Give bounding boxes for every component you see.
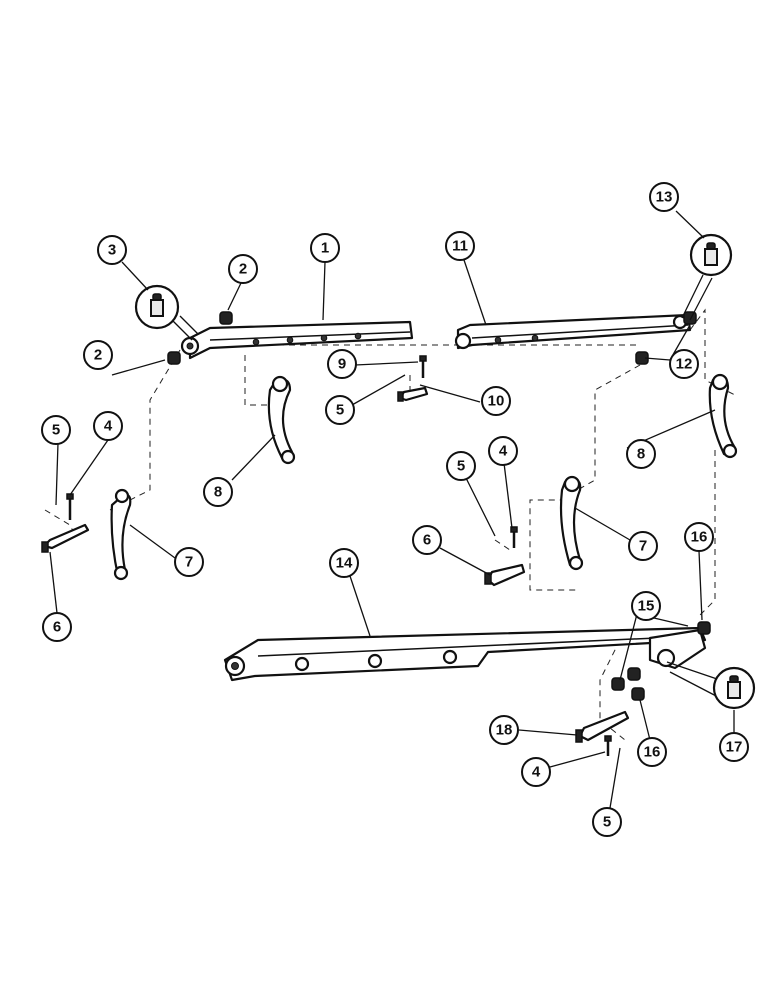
links (110, 373, 738, 581)
callout-7-left: 7 (174, 547, 204, 577)
svg-text:6: 6 (423, 532, 431, 549)
svg-text:16: 16 (691, 529, 708, 546)
callout-2-upper: 2 (228, 254, 258, 284)
callout-5-bottom: 5 (592, 807, 622, 837)
svg-text:12: 12 (676, 356, 693, 373)
svg-text:4: 4 (532, 764, 541, 781)
callout-15: 15 (631, 591, 661, 621)
svg-text:15: 15 (638, 598, 655, 615)
svg-text:16: 16 (644, 744, 661, 761)
callout-10: 10 (481, 386, 511, 416)
svg-text:13: 13 (656, 189, 673, 206)
svg-text:11: 11 (452, 238, 468, 255)
svg-text:2: 2 (94, 347, 102, 364)
grease-fittings (134, 233, 756, 710)
svg-text:7: 7 (639, 538, 647, 555)
callout-7-right: 7 (628, 531, 658, 561)
callout-16-right: 16 (684, 522, 714, 552)
svg-text:8: 8 (637, 446, 645, 463)
svg-text:2: 2 (239, 261, 247, 278)
svg-text:10: 10 (488, 393, 505, 410)
svg-text:4: 4 (499, 443, 508, 460)
svg-text:7: 7 (185, 554, 193, 571)
svg-text:18: 18 (496, 722, 513, 739)
callout-13: 13 (649, 182, 679, 212)
svg-text:5: 5 (52, 422, 60, 439)
callout-14: 14 (329, 548, 359, 578)
callout-16-bottom: 16 (637, 737, 667, 767)
svg-text:1: 1 (321, 240, 329, 257)
svg-text:14: 14 (336, 555, 353, 572)
svg-text:17: 17 (726, 739, 743, 756)
svg-text:5: 5 (336, 402, 344, 419)
leader-lines (49, 210, 735, 809)
callout-4-bottom: 4 (521, 757, 551, 787)
lower-long-bar (223, 626, 707, 682)
callout-4-left: 4 (93, 411, 123, 441)
callout-8-right: 8 (626, 439, 656, 469)
callout-8-left: 8 (203, 477, 233, 507)
callout-2-left: 2 (83, 340, 113, 370)
callout-17: 17 (719, 732, 749, 762)
callout-1: 1 (310, 233, 340, 263)
svg-text:5: 5 (603, 814, 611, 831)
svg-text:4: 4 (104, 418, 113, 435)
svg-text:8: 8 (214, 484, 222, 501)
svg-text:3: 3 (108, 242, 116, 259)
callout-9: 9 (327, 349, 357, 379)
callout-5-upper: 5 (325, 395, 355, 425)
upper-left-bar (180, 320, 414, 360)
callout-6-middle: 6 (412, 525, 442, 555)
callout-5-middle: 5 (446, 451, 476, 481)
callout-11: 11 (445, 231, 475, 261)
svg-text:5: 5 (457, 458, 465, 475)
callout-3: 3 (97, 235, 127, 265)
pins (41, 355, 630, 756)
callout-4-middle: 4 (488, 436, 518, 466)
svg-text:6: 6 (53, 619, 61, 636)
callout-12: 12 (669, 349, 699, 379)
upper-right-bar (454, 313, 692, 350)
svg-text:9: 9 (338, 356, 346, 373)
callout-18: 18 (489, 715, 519, 745)
callout-5-left: 5 (41, 415, 71, 445)
callout-6-left: 6 (42, 612, 72, 642)
